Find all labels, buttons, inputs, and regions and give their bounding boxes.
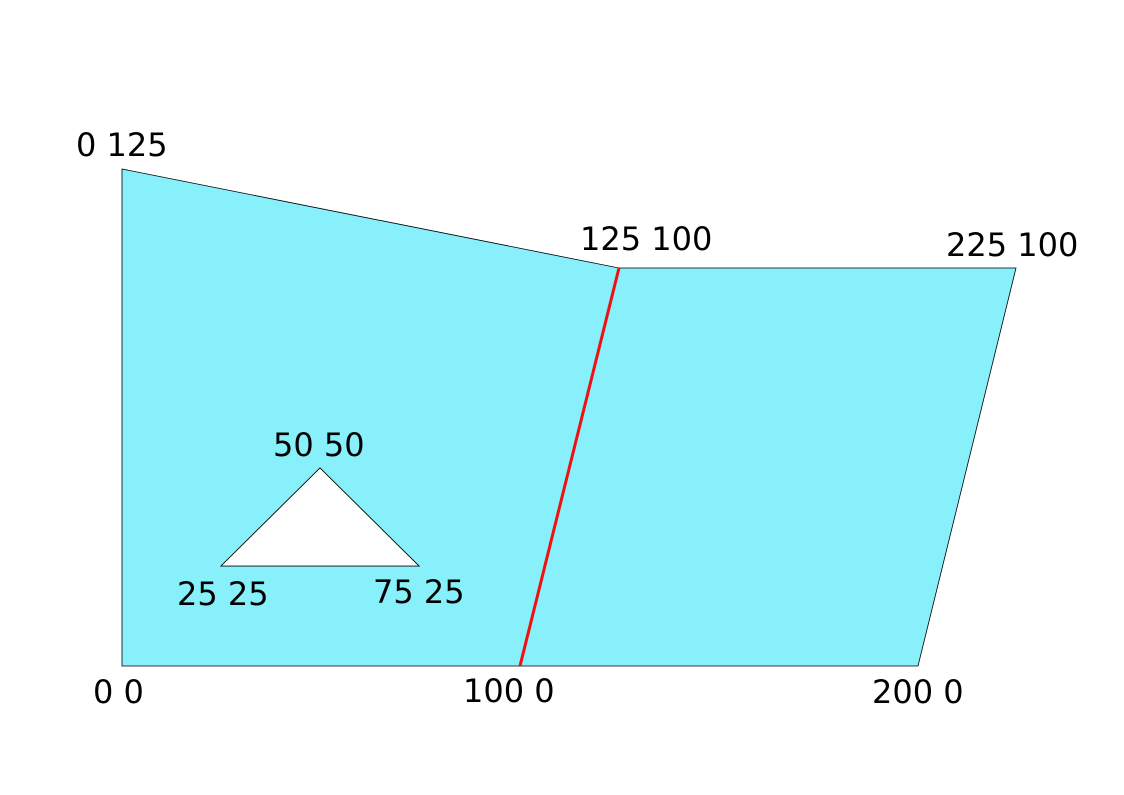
triangle-hole bbox=[220, 467, 420, 567]
vertex-label-200-0: 200 0 bbox=[872, 673, 964, 711]
vertex-label-25-25: 25 25 bbox=[177, 575, 269, 613]
vertex-label-0-125: 0 125 bbox=[76, 126, 168, 164]
vertex-label-125-100: 125 100 bbox=[580, 220, 712, 258]
vertex-label-75-25: 75 25 bbox=[373, 573, 465, 611]
vertex-label-0-0: 0 0 bbox=[93, 673, 144, 711]
vertex-label-225-100: 225 100 bbox=[946, 226, 1078, 264]
vertex-label-50-50: 50 50 bbox=[273, 426, 365, 464]
split-line bbox=[518, 267, 621, 667]
vertex-label-100-0: 100 0 bbox=[463, 672, 555, 710]
